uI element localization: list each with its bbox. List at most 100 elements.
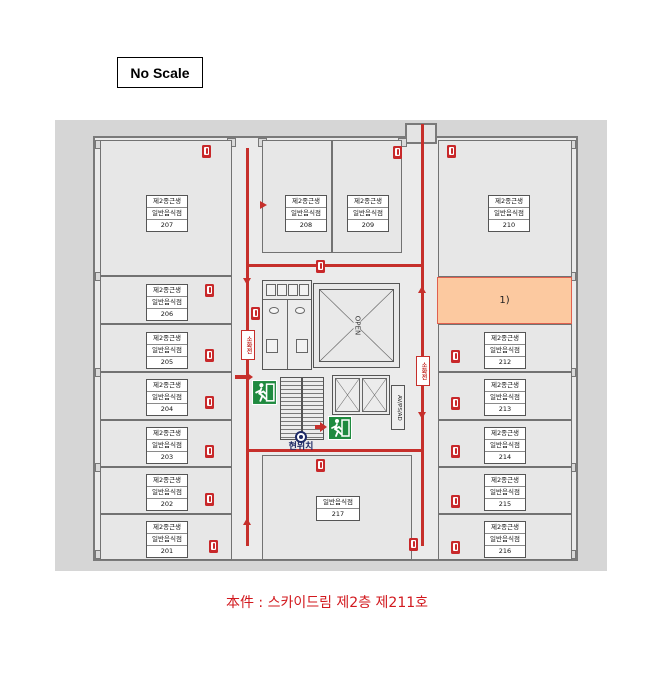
unit-label: 제2종근생 일반음식점 214 [484,427,526,464]
unit-number: 213 [498,405,512,414]
unit-label: 제2종근생 일반음식점 210 [488,195,530,232]
unit-number: 201 [160,547,174,556]
unit-label: 제2종근생 일반음식점 205 [146,332,188,369]
unit-use: 일반음식점 [485,345,525,357]
exit-figure-body [255,387,267,402]
fire-extinguisher-icon [205,349,214,362]
toilet-stall [296,339,308,353]
unit-213[interactable]: 제2종근생 일반음식점 213 [438,372,572,420]
elevator-car [335,378,360,412]
elevator-car [362,378,387,412]
unit-use: 일반음식점 [485,534,525,546]
unit-zoning: 제2종근생 [485,380,525,392]
unit-number: 215 [498,500,512,509]
subject-unit-211[interactable]: 1) [437,277,572,324]
fire-extinguisher-icon [205,445,214,458]
plan-caption: 本件 : 스카이드림 제2층 제211호 [225,595,429,611]
unit-use: 일반음식점 [286,208,326,220]
unit-label: 제2종근생 일반음식점 202 [146,474,188,511]
unit-217[interactable]: 일반음식점 217 [262,455,412,560]
unit-label: 제2종근생 일반음식점 216 [484,521,526,558]
exit-figure-head [335,419,339,423]
emergency-exit-icon [328,416,352,440]
sink-icon [269,307,279,314]
unit-number: 217 [331,510,345,519]
no-scale-label: No Scale [117,57,203,88]
unit-number: 207 [160,221,174,230]
staircase [280,377,324,440]
toilet-stall [266,339,278,353]
unit-label: 제2종근생 일반음식점 204 [146,379,188,416]
unit-zoning: 제2종근생 [348,196,388,208]
unit-label: 제2종근생 일반음식점 212 [484,332,526,369]
floor-plan: 제2종근생 일반음식점 207 제2종근생 일반음식점 206 제2종근생 일반… [55,120,607,571]
exit-door [265,383,275,402]
unit-number: 204 [160,405,174,414]
open-label: OPEN [353,313,362,338]
unit-zoning: 제2종근생 [147,196,187,208]
unit-204[interactable]: 제2종근생 일반음식점 204 [100,372,232,420]
fire-extinguisher-icon [451,350,460,363]
unit-number: 210 [502,221,516,230]
evacuation-route [246,264,424,267]
unit-label: 일반음식점 217 [316,496,360,521]
unit-207[interactable]: 제2종근생 일반음식점 207 [100,140,232,276]
unit-201[interactable]: 제2종근생 일반음식점 201 [100,514,232,560]
exit-direction-arrow-icon [235,372,253,382]
fire-hydrant-box: 소화전 [416,356,430,386]
unit-zoning: 제2종근생 [485,475,525,487]
fire-extinguisher-icon [409,538,418,551]
unit-210[interactable]: 제2종근생 일반음식점 210 [438,140,572,277]
unit-203[interactable]: 제2종근생 일반음식점 203 [100,420,232,467]
unit-label: 제2종근생 일반음식점 207 [146,195,188,232]
fire-extinguisher-icon [209,540,218,553]
evacuation-arrow-icon [418,412,426,419]
fire-extinguisher-icon [316,459,325,472]
unit-212[interactable]: 제2종근생 일반음식점 212 [438,324,572,372]
unit-number: 214 [498,453,512,462]
fire-extinguisher-icon [316,260,325,273]
unit-zoning: 제2종근생 [485,522,525,534]
unit-use: 일반음식점 [147,208,187,220]
unit-label: 제2종근생 일반음식점 201 [146,521,188,558]
unit-label: 제2종근생 일반음식점 209 [347,195,389,232]
evacuation-arrow-icon [260,201,267,209]
toilet-stall [288,284,298,296]
unit-zoning: 제2종근생 [147,475,187,487]
restroom-block [262,280,312,370]
unit-use: 일반음식점 [317,497,359,509]
unit-216[interactable]: 제2종근생 일반음식점 216 [438,514,572,560]
service-shaft: AV/PS/AD [391,385,405,430]
fire-hydrant-box: 소화전 [241,330,255,360]
unit-label: 제2종근생 일반음식점 208 [285,195,327,232]
unit-number: 216 [498,547,512,556]
unit-zoning: 제2종근생 [286,196,326,208]
unit-zoning: 제2종근생 [485,428,525,440]
unit-214[interactable]: 제2종근생 일반음식점 214 [438,420,572,467]
toilet-stall [266,284,276,296]
unit-215[interactable]: 제2종근생 일반음식점 215 [438,467,572,514]
unit-209[interactable]: 제2종근생 일반음식점 209 [332,140,402,253]
evacuation-route [246,449,424,452]
fire-extinguisher-icon [447,145,456,158]
fire-hydrant-label: 소화전 [245,336,252,354]
sink-icon [295,307,305,314]
evacuation-route [421,124,424,546]
unit-205[interactable]: 제2종근생 일반음식점 205 [100,324,232,372]
unit-208[interactable]: 제2종근생 일반음식점 208 [262,140,332,253]
unit-number: 212 [498,358,512,367]
unit-number: 206 [160,310,174,319]
unit-zoning: 제2종근생 [147,522,187,534]
fire-extinguisher-icon [451,495,460,508]
unit-use: 일반음식점 [147,297,187,309]
fire-extinguisher-icon [202,145,211,158]
toilet-stall [299,284,309,296]
unit-label: 제2종근생 일반음식점 213 [484,379,526,416]
exit-direction-arrow-icon [315,422,327,432]
fire-extinguisher-icon [251,307,260,320]
fire-extinguisher-icon [205,284,214,297]
toilet-stall [277,284,287,296]
unit-label: 제2종근생 일반음식점 206 [146,284,188,321]
unit-202[interactable]: 제2종근생 일반음식점 202 [100,467,232,514]
unit-zoning: 제2종근생 [147,333,187,345]
